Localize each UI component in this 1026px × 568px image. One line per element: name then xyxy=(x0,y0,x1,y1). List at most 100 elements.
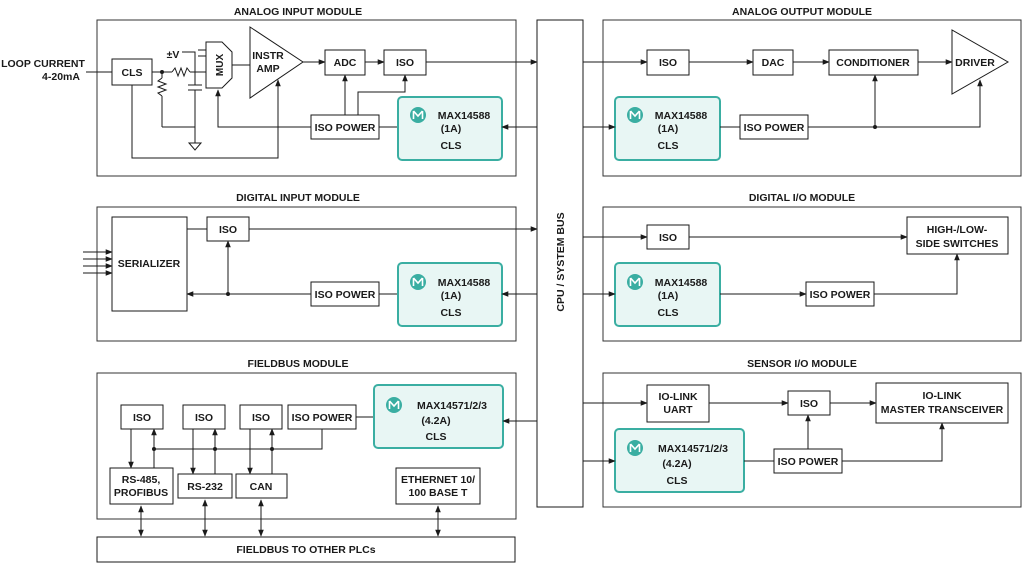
fieldbus-plc-label: FIELDBUS TO OTHER PLCs xyxy=(236,544,375,556)
iolink-uart-label-2: UART xyxy=(663,404,693,416)
di-max-name: MAX14588 xyxy=(438,277,491,289)
supply-label: ±V xyxy=(167,49,180,61)
loop-current-label: LOOP CURRENT xyxy=(1,58,85,70)
maxim-logo-icon xyxy=(626,106,644,124)
mux-block xyxy=(205,41,233,89)
driver-amp xyxy=(951,29,1010,95)
maxim-logo-icon xyxy=(626,439,644,457)
sensor-io-frame xyxy=(602,372,1022,508)
ai-iso-power-label: ISO POWER xyxy=(315,122,376,134)
ao-max-current: (1A) xyxy=(658,123,678,135)
dio-max-current: (1A) xyxy=(658,290,678,302)
sio-max-name: MAX14571/2/3 xyxy=(658,443,728,455)
sio-max-current: (4.2A) xyxy=(662,458,691,470)
ai-iso-power-block xyxy=(310,114,380,140)
dac-label: DAC xyxy=(762,57,785,69)
fb-max14571-block xyxy=(373,384,504,449)
maxim-logo-icon xyxy=(409,273,427,291)
sio-iso-block xyxy=(787,390,831,416)
maxim-logo-icon xyxy=(385,396,403,414)
fb-max-cls: CLS xyxy=(426,431,447,443)
fb-max-name: MAX14571/2/3 xyxy=(417,400,487,412)
cpu-system-bus xyxy=(536,19,584,508)
fb-max-current: (4.2A) xyxy=(421,415,450,427)
dio-iso-label: ISO xyxy=(659,232,677,244)
di-iso-label: ISO xyxy=(219,224,237,236)
analog-output-module: ANALOG OUTPUT MODULE ISO DAC CONDITIONER… xyxy=(583,6,1022,177)
ao-iso-power-label: ISO POWER xyxy=(744,122,805,134)
ai-cls-label: CLS xyxy=(122,67,143,79)
digital-input-module: DIGITAL INPUT MODULE SERIALIZER ISO ISO … xyxy=(83,192,538,342)
resistor-series xyxy=(171,66,191,78)
fb-iso-3 xyxy=(239,404,283,430)
adc-block xyxy=(324,49,366,76)
ethernet-label-2: 100 BASE T xyxy=(409,487,469,499)
sio-max-cls: CLS xyxy=(667,475,688,487)
analog-output-frame xyxy=(602,19,1022,177)
can-block xyxy=(235,473,288,499)
rs485-label-2: PROFIBUS xyxy=(114,487,168,499)
dio-max-cls: CLS xyxy=(658,307,679,319)
ethernet-label-1: ETHERNET 10/ xyxy=(401,474,475,486)
fb-iso-3-label: ISO xyxy=(252,412,270,424)
analog-input-title: ANALOG INPUT MODULE xyxy=(234,6,362,18)
analog-input-module: ANALOG INPUT MODULE LOOP CURRENT 4-20mA … xyxy=(1,6,538,177)
dio-max-name: MAX14588 xyxy=(655,277,708,289)
rs485-block xyxy=(109,467,174,505)
rs485-label-1: RS-485, xyxy=(122,474,161,486)
serializer-block xyxy=(111,216,188,312)
ai-max-current: (1A) xyxy=(441,123,461,135)
fb-iso-2 xyxy=(182,404,226,430)
digital-io-module: DIGITAL I/O MODULE ISO HIGH-/LOW- SIDE S… xyxy=(583,192,1022,342)
cpu-bus-label: CPU / SYSTEM BUS xyxy=(555,212,567,311)
ground-icon xyxy=(187,142,203,151)
adc-label: ADC xyxy=(334,57,357,69)
sio-iso-power-block xyxy=(773,448,843,474)
sensor-io-module: SENSOR I/O MODULE IO-LINK UART ISO IO-LI… xyxy=(583,358,1022,508)
fb-iso-2-label: ISO xyxy=(195,412,213,424)
fb-iso-1-label: ISO xyxy=(133,412,151,424)
fieldbus-frame xyxy=(96,372,517,520)
fb-iso-power-label: ISO POWER xyxy=(292,412,353,424)
iolink-transceiver-block xyxy=(875,382,1009,424)
di-iso-power-block xyxy=(310,281,380,307)
iolink-transceiver-label-1: IO-LINK xyxy=(922,390,961,402)
fieldbus-plc-bar xyxy=(96,536,516,563)
fb-iso-1 xyxy=(120,404,164,430)
side-switches-label-2: SIDE SWITCHES xyxy=(916,238,999,250)
ai-max-cls: CLS xyxy=(441,140,462,152)
resistor-shunt xyxy=(156,77,168,97)
conditioner-label: CONDITIONER xyxy=(836,57,910,69)
side-switches-block xyxy=(906,216,1009,255)
di-max-cls: CLS xyxy=(441,307,462,319)
iolink-transceiver-label-2: MASTER TRANSCEIVER xyxy=(881,404,1004,416)
serializer-label: SERIALIZER xyxy=(118,258,181,270)
mux-label: MUX xyxy=(215,54,226,77)
ao-iso-label: ISO xyxy=(659,57,677,69)
iolink-uart-block xyxy=(646,384,710,423)
sensor-io-title: SENSOR I/O MODULE xyxy=(747,358,857,370)
ao-iso-power-block xyxy=(739,114,809,140)
digital-input-title: DIGITAL INPUT MODULE xyxy=(236,192,360,204)
digital-input-frame xyxy=(96,206,517,342)
sio-iso-label: ISO xyxy=(800,398,818,410)
maxim-logo-icon xyxy=(626,273,644,291)
dio-iso-power-block xyxy=(805,281,875,307)
ai-iso-label: ISO xyxy=(396,57,414,69)
analog-input-frame xyxy=(96,19,517,177)
ao-max-name: MAX14588 xyxy=(655,110,708,122)
side-switches-label-1: HIGH-/LOW- xyxy=(927,224,988,236)
dio-iso-power-label: ISO POWER xyxy=(810,289,871,301)
analog-output-title: ANALOG OUTPUT MODULE xyxy=(732,6,872,18)
ao-max-cls: CLS xyxy=(658,140,679,152)
sio-iso-power-label: ISO POWER xyxy=(778,456,839,468)
di-iso-block xyxy=(206,216,250,242)
instr-amp-label-2: AMP xyxy=(256,63,279,75)
rs232-block xyxy=(177,473,233,499)
can-label: CAN xyxy=(250,481,273,493)
ethernet-block xyxy=(395,467,481,505)
di-iso-power-label: ISO POWER xyxy=(315,289,376,301)
fieldbus-title: FIELDBUS MODULE xyxy=(248,358,349,370)
di-max-current: (1A) xyxy=(441,290,461,302)
